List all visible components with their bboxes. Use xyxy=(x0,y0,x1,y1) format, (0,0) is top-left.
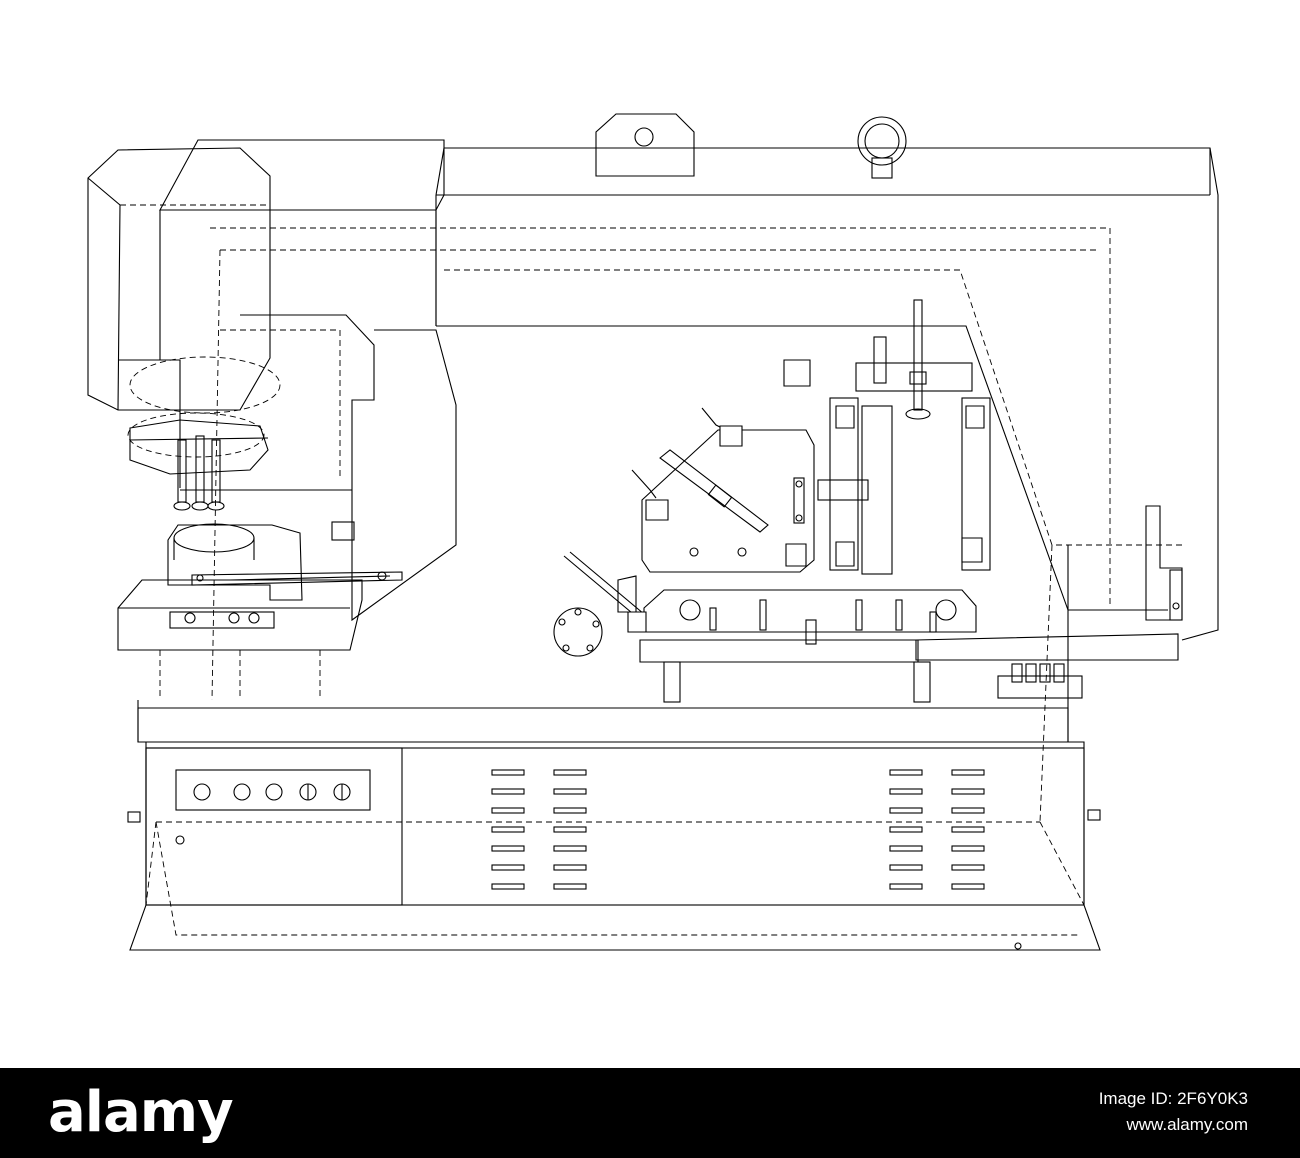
vent-slot xyxy=(889,788,923,795)
vent-slot xyxy=(951,807,985,814)
vent-slot xyxy=(491,883,525,890)
vent-slot xyxy=(951,845,985,852)
main-frame xyxy=(137,147,1219,823)
vent-slots xyxy=(491,769,985,890)
shear-plate-assembly xyxy=(631,359,815,573)
vent-slot xyxy=(951,769,985,776)
rotary-die xyxy=(553,551,647,657)
vent-slot xyxy=(889,807,923,814)
vent-slot xyxy=(553,788,587,795)
image-id-label: Image ID: 2F6Y0K3 xyxy=(1098,1089,1248,1108)
right-bracket xyxy=(1145,505,1183,621)
vent-slot xyxy=(951,826,985,833)
control-knob xyxy=(233,783,251,801)
vent-slot xyxy=(553,883,587,890)
vent-slot xyxy=(889,845,923,852)
vent-slot xyxy=(889,864,923,871)
vent-slot xyxy=(951,864,985,871)
image-meta: Image ID: 2F6Y0K3 www.alamy.com xyxy=(1099,1086,1248,1138)
punch-table xyxy=(117,523,403,700)
vent-slot xyxy=(491,864,525,871)
hydraulic-cylinder xyxy=(87,139,457,622)
vent-slot xyxy=(491,807,525,814)
alamy-logo: alamy xyxy=(48,1080,234,1145)
site-url: www.alamy.com xyxy=(1126,1115,1248,1134)
vent-slot xyxy=(889,826,923,833)
vent-slot xyxy=(889,883,923,890)
vent-slot xyxy=(553,807,587,814)
vent-slot xyxy=(951,883,985,890)
eye-bolt xyxy=(857,116,907,179)
vent-slot xyxy=(553,826,587,833)
terminal-block xyxy=(1011,663,1065,683)
blade-holders xyxy=(817,299,991,575)
control-knob xyxy=(265,783,283,801)
vent-slot xyxy=(491,845,525,852)
control-knob xyxy=(193,783,211,801)
vent-slot xyxy=(889,769,923,776)
control-panel xyxy=(175,769,371,845)
vent-slot xyxy=(491,769,525,776)
vent-slot xyxy=(951,788,985,795)
vent-slot xyxy=(553,864,587,871)
lower-shear-bar xyxy=(639,589,1179,703)
machine-wireframe-drawing xyxy=(87,113,1219,951)
vent-slot xyxy=(553,769,587,776)
vent-slot xyxy=(491,788,525,795)
lifting-lug xyxy=(595,113,695,177)
stock-photo-footer: alamy Image ID: 2F6Y0K3 www.alamy.com xyxy=(0,1068,1300,1158)
vent-slot xyxy=(553,845,587,852)
base-cabinet xyxy=(127,707,1101,951)
vent-slot xyxy=(491,826,525,833)
